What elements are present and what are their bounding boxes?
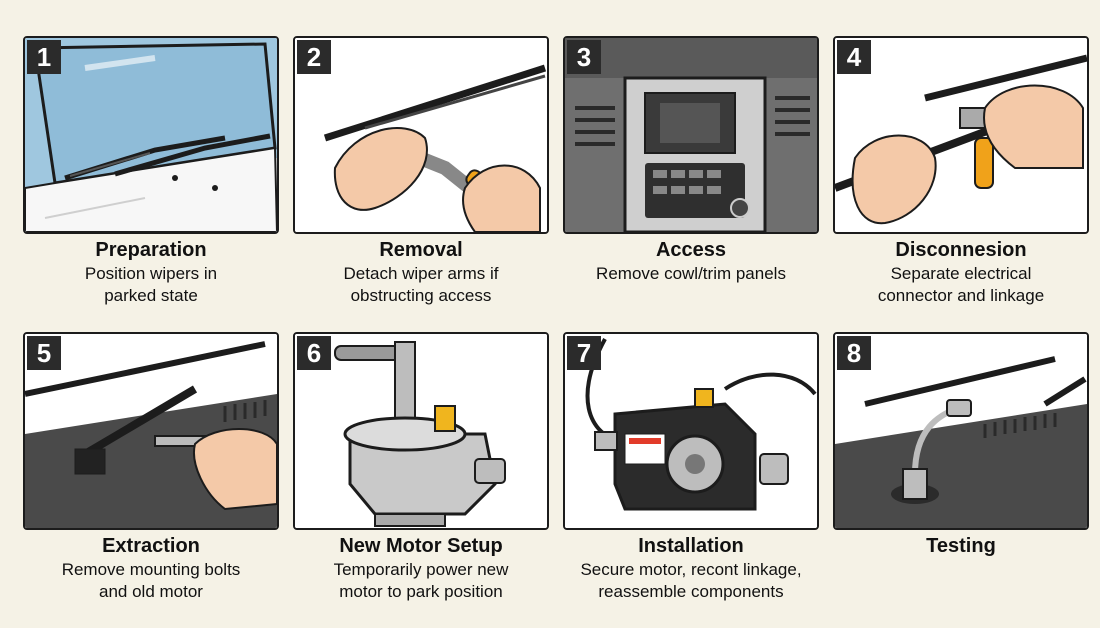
- step-6-description-line: Temporarily power new: [333, 560, 509, 579]
- bolt-removal-icon: [25, 334, 277, 528]
- step-6-title: New Motor Setup: [339, 535, 503, 557]
- step-6-description: Temporarily power new motor to park posi…: [293, 559, 549, 603]
- step-8-number: 8: [837, 336, 871, 370]
- step-2-description-line: obstructing access: [350, 286, 492, 305]
- connector-disconnect-icon: [835, 38, 1087, 232]
- step-5-illustration: 5: [23, 332, 279, 530]
- step-4-description: Separate electrical connector and linkag…: [833, 263, 1089, 307]
- wiper-testing-icon: [835, 334, 1087, 528]
- step-1-description-line: parked state: [104, 286, 198, 305]
- step-8-illustration: 8: [833, 332, 1089, 530]
- step-4-title: Disconnesion: [895, 239, 1027, 261]
- step-7-illustration: 7: [563, 332, 819, 530]
- step-7-description-line: Secure motor, recont linkage,: [580, 560, 802, 579]
- step-5-description: Remove mounting bolts and old motor: [23, 559, 279, 603]
- step-6-description-line: motor to park position: [339, 582, 503, 601]
- step-4-illustration: 4: [833, 36, 1089, 234]
- step-3-description-line: Remove cowl/trim panels: [596, 264, 786, 283]
- step-5-title: Extraction: [102, 535, 200, 557]
- step-5-number: 5: [27, 336, 61, 370]
- wiper-arm-wrench-icon: [295, 38, 547, 232]
- step-2-number: 2: [297, 40, 331, 74]
- step-3-title: Access: [655, 239, 727, 261]
- step-3-number: 3: [567, 40, 601, 74]
- step-4-number: 4: [837, 40, 871, 74]
- step-5-description-line: Remove mounting bolts: [61, 560, 241, 579]
- step-6-number: 6: [297, 336, 331, 370]
- step-2-description: Detach wiper arms if obstructing access: [293, 263, 549, 307]
- step-1-description: Position wipers in parked state: [23, 263, 279, 307]
- step-3-description: Remove cowl/trim panels: [563, 263, 819, 285]
- step-1-description-line: Position wipers in: [84, 264, 218, 283]
- step-1-illustration: 1: [23, 36, 279, 234]
- step-3-illustration: 3: [563, 36, 819, 234]
- step-5: 5 Extraction Remove mounting bolts and o…: [23, 332, 279, 628]
- step-1-number: 1: [27, 40, 61, 74]
- step-2-title: Removal: [379, 239, 463, 261]
- step-6: 6 New Motor Setup Temporarily power new …: [293, 332, 549, 628]
- step-7: 7 Installation Secure motor, recont link…: [563, 332, 819, 628]
- step-7-number: 7: [567, 336, 601, 370]
- step-7-title: Installation: [638, 535, 744, 557]
- step-2: 2 Removal Detach wiper arms if obstructi…: [293, 36, 549, 332]
- step-8-title: Testing: [926, 535, 996, 557]
- steps-grid: 1 Preparation Position wipers in parked …: [23, 36, 1089, 628]
- windshield-wipers-parked-icon: [25, 38, 277, 232]
- step-7-description-line: reassemble components: [598, 582, 784, 601]
- step-1: 1 Preparation Position wipers in parked …: [23, 36, 279, 332]
- step-8: 8 Testing: [833, 332, 1089, 628]
- new-motor-ratchet-icon: [295, 334, 547, 528]
- motor-installation-icon: [565, 334, 817, 528]
- step-4-description-line: connector and linkage: [877, 286, 1045, 305]
- step-6-illustration: 6: [293, 332, 549, 530]
- step-3: 3: [563, 36, 819, 332]
- step-1-title: Preparation: [95, 239, 207, 261]
- step-5-description-line: and old motor: [99, 582, 203, 601]
- step-7-description: Secure motor, recont linkage, reassemble…: [563, 559, 819, 603]
- step-4: 4 Disconnesion Separate electrical conne…: [833, 36, 1089, 332]
- step-4-description-line: Separate electrical: [890, 264, 1032, 283]
- step-2-illustration: 2: [293, 36, 549, 234]
- step-2-description-line: Detach wiper arms if: [343, 264, 499, 283]
- dashboard-trim-removed-icon: [565, 38, 817, 232]
